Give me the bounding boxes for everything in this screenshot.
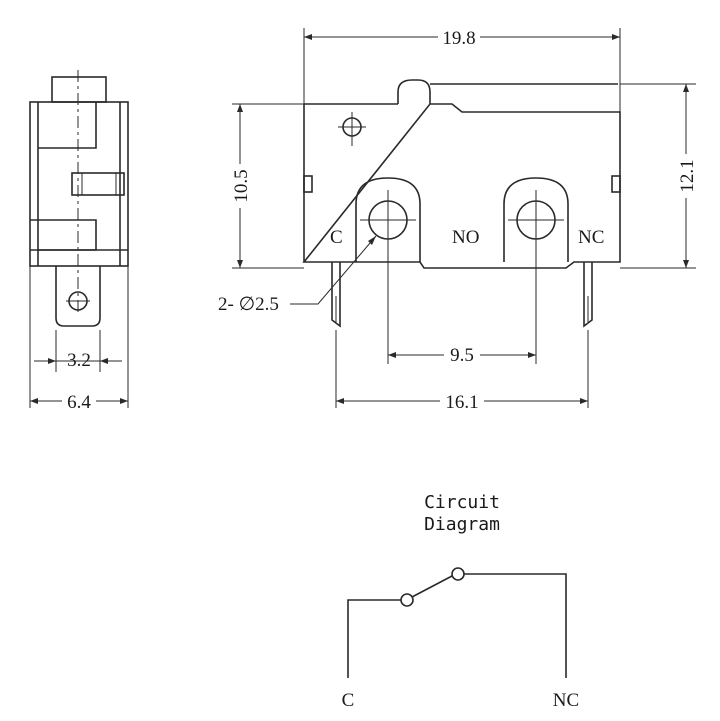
side-body xyxy=(29,101,129,267)
circuit-title-line2: Diagram xyxy=(424,514,500,535)
dim-pin-outer: 16.1 xyxy=(445,392,478,413)
dim-pin-spacing: 9.5 xyxy=(450,345,474,366)
terminal-c-housing xyxy=(355,177,421,262)
dim-top-width: 19.8 xyxy=(442,28,475,49)
front-body xyxy=(302,103,621,269)
hole-callout: 2- ∅2.5 xyxy=(218,294,279,315)
terminal-label-c: C xyxy=(330,227,343,248)
circuit-label-nc: NC xyxy=(553,690,579,711)
dim-side-inner: 3.2 xyxy=(67,350,91,371)
circuit-switch-blade xyxy=(411,575,453,598)
pin-left xyxy=(331,262,341,328)
front-view xyxy=(232,28,696,408)
terminal-nc-housing xyxy=(503,177,569,262)
side-plunger xyxy=(51,76,107,103)
dim-height-right: 12.1 xyxy=(677,159,698,192)
circuit-wire-c xyxy=(347,599,401,678)
circuit-node-common xyxy=(400,593,414,607)
circuit-label-c: C xyxy=(342,690,355,711)
pin-right xyxy=(583,262,593,328)
circuit-title-line1: Circuit xyxy=(424,492,500,513)
terminal-label-no: NO xyxy=(452,227,479,248)
dim-side-outer: 6.4 xyxy=(67,392,91,413)
circuit-node-nc xyxy=(451,567,465,581)
terminal-label-nc: NC xyxy=(578,227,604,248)
dim-height-left: 10.5 xyxy=(231,169,252,202)
circuit-wire-nc xyxy=(464,573,567,678)
circuit-diagram xyxy=(347,567,567,678)
front-plunger xyxy=(397,79,431,104)
